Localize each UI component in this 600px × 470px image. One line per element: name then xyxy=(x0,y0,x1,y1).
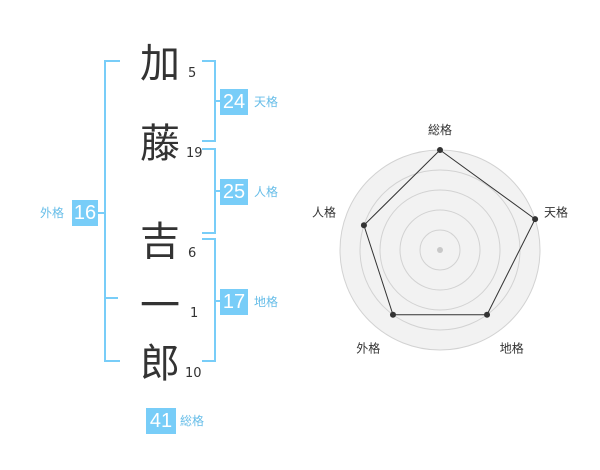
jinkaku-connector xyxy=(216,190,220,192)
radar-point xyxy=(389,311,396,318)
name-char-1: 加 xyxy=(140,41,180,87)
gaikaku-label: 外格 xyxy=(40,206,65,220)
jinkaku-label: 人格 xyxy=(254,185,279,199)
soukaku-badge: 41 xyxy=(146,408,176,434)
radar-ring xyxy=(379,189,501,311)
chikaku-badge: 17 xyxy=(220,289,248,315)
name-char-3: 吉 xyxy=(140,219,180,265)
gaikaku-connector xyxy=(96,212,104,214)
chikaku-bracket xyxy=(202,238,216,362)
stroke-count-3: 6 xyxy=(188,246,197,261)
gaikaku-badge: 16 xyxy=(72,200,98,226)
radar-ring xyxy=(399,209,481,291)
radar-axis-label: 天格 xyxy=(544,204,568,219)
gaikaku-bracket-divider xyxy=(104,297,118,299)
radar-point xyxy=(484,311,491,318)
radar-point xyxy=(532,216,539,223)
jinkaku-badge: 25 xyxy=(220,179,248,205)
chikaku-connector xyxy=(216,300,220,302)
radar-ring xyxy=(419,229,461,271)
stroke-count-2: 19 xyxy=(186,146,203,161)
tenkaku-bracket xyxy=(202,60,216,142)
name-char-5: 郎 xyxy=(140,341,180,387)
radar-point xyxy=(360,222,367,229)
soukaku-label: 総格 xyxy=(180,414,205,428)
radar-axis-label: 総格 xyxy=(428,122,452,137)
tenkaku-label: 天格 xyxy=(254,95,279,109)
chikaku-label: 地格 xyxy=(254,295,279,309)
radar-center-dot xyxy=(437,247,443,253)
radar-axis-label: 外格 xyxy=(356,341,380,356)
name-char-2: 藤 xyxy=(140,121,180,167)
radar-series-line xyxy=(363,149,536,316)
gaikaku-bracket xyxy=(104,60,120,362)
radar-axis-label: 地格 xyxy=(500,341,524,356)
stroke-count-5: 10 xyxy=(185,366,202,381)
name-char-4: 一 xyxy=(140,283,180,329)
radar-point xyxy=(437,147,443,153)
stroke-count-1: 5 xyxy=(188,66,197,81)
stroke-count-4: 1 xyxy=(190,306,199,321)
tenkaku-connector xyxy=(216,100,220,102)
jinkaku-bracket xyxy=(202,148,216,234)
tenkaku-badge: 24 xyxy=(220,89,248,115)
radar-axis-label: 人格 xyxy=(312,204,336,219)
